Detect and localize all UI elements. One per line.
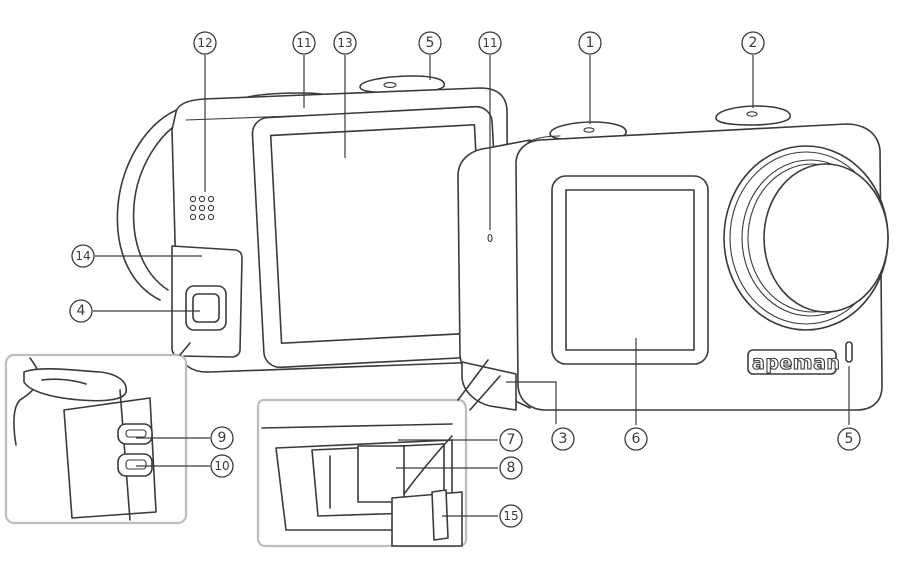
callout-13-label: 13 (337, 36, 352, 50)
back-lens-ring-inner (132, 117, 189, 291)
port-door-inner-line (41, 378, 87, 385)
callout-11-right-label: 11 (482, 36, 497, 50)
side-button-inner (192, 293, 220, 323)
callout-1-label: 1 (586, 35, 595, 51)
callout-8: 8 (499, 456, 523, 480)
callout-8-label: 8 (507, 460, 516, 476)
callout-7-label: 7 (507, 432, 516, 448)
front-top-curve (527, 135, 561, 143)
callout-9-label: 9 (218, 430, 227, 446)
callout-5-top-label: 5 (426, 35, 435, 51)
microphone-hole (487, 233, 493, 243)
callout-13: 13 (333, 31, 357, 55)
micro-hdmi-port (117, 453, 153, 477)
callouts: 1 2 3 4 5 5 6 7 8 9 10 11 11 12 13 14 15 (69, 31, 861, 528)
callout-14: 14 (71, 244, 95, 268)
callout-10: 10 (210, 454, 234, 478)
callout-3: 3 (551, 427, 575, 451)
usb-c-slot (125, 429, 147, 438)
port-inset (4, 342, 191, 525)
callout-2-label: 2 (749, 35, 758, 51)
callout-11-left: 11 (292, 31, 316, 55)
back-touch-screen (269, 124, 487, 344)
back-power-dot (383, 82, 397, 88)
callout-5-right: 5 (837, 427, 861, 451)
port-door-flap (23, 368, 127, 402)
door-latch (431, 489, 449, 541)
callout-15: 15 (499, 504, 523, 528)
card-slot-inset (256, 359, 501, 548)
callout-6-label: 6 (632, 431, 641, 447)
brand-logo: apeman (752, 352, 840, 374)
front-mode-button (715, 105, 791, 126)
callout-6: 6 (624, 427, 648, 451)
lens-glass (763, 163, 889, 313)
card-door (391, 491, 463, 547)
front-camera: apeman (457, 105, 889, 411)
front-screen (565, 189, 695, 351)
callout-1: 1 (578, 31, 602, 55)
callout-14-label: 14 (75, 249, 90, 263)
callout-11-right: 11 (478, 31, 502, 55)
callout-5-top: 5 (418, 31, 442, 55)
back-lens-ring-outer (116, 107, 183, 301)
callout-3-label: 3 (559, 431, 568, 447)
callout-9: 9 (210, 426, 234, 450)
card-inset-pointer-a (457, 359, 489, 401)
usb-c-port (117, 423, 153, 445)
callout-12: 12 (193, 31, 217, 55)
callout-2: 2 (741, 31, 765, 55)
micro-hdmi-slot (125, 459, 147, 470)
card-inset-top-edge (261, 423, 453, 429)
back-camera (116, 75, 509, 373)
callout-4-label: 4 (77, 303, 86, 319)
callout-5-right-label: 5 (845, 431, 854, 447)
callout-12-label: 12 (197, 36, 212, 50)
front-side-door (461, 361, 517, 411)
microsd-card (357, 445, 405, 503)
speaker-grille (189, 195, 215, 221)
callout-10-label: 10 (214, 459, 229, 473)
card-inset-pointer-b (469, 375, 501, 411)
callout-11-left-label: 11 (296, 36, 311, 50)
port-inset-pointer (179, 342, 191, 356)
front-lens (723, 145, 889, 331)
front-shutter-dot (583, 127, 595, 133)
front-mode-dot (746, 111, 758, 117)
callout-4: 4 (69, 299, 93, 323)
callout-7: 7 (499, 428, 523, 452)
front-indicator-light (845, 341, 853, 363)
callout-15-label: 15 (503, 509, 518, 523)
brand-logo-box (747, 349, 837, 375)
leader-lines (93, 55, 850, 517)
